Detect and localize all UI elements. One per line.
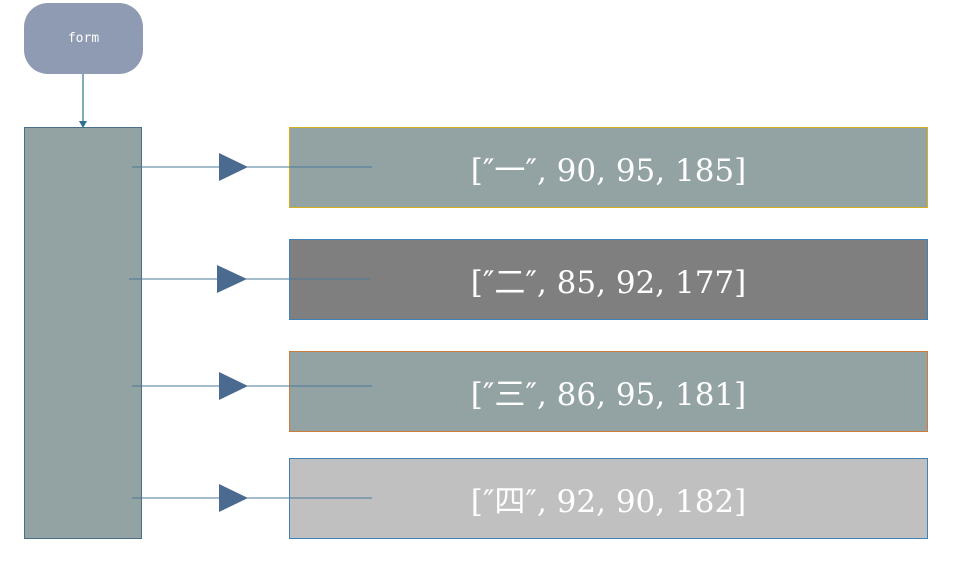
row-label-1: [″一″, 90, 95, 185]: [470, 153, 747, 189]
row-label-2: [″二″, 85, 92, 177]: [470, 265, 747, 301]
row-label-4: [″四″, 92, 90, 182]: [470, 484, 747, 520]
container-column: [24, 127, 142, 539]
row-box-4: [″四″, 92, 90, 182]: [289, 458, 928, 539]
form-node-label: form: [67, 31, 100, 46]
form-node: form: [24, 3, 143, 74]
connector-arrowhead-1: [219, 153, 248, 181]
row-box-3: [″三″, 86, 95, 181]: [289, 351, 928, 432]
row-box-1: [″一″, 90, 95, 185]: [289, 127, 928, 208]
connector-arrowhead-4: [219, 484, 248, 512]
connector-arrowhead-3: [219, 372, 248, 400]
row-box-2: [″二″, 85, 92, 177]: [289, 239, 928, 320]
row-label-3: [″三″, 86, 95, 181]: [470, 377, 747, 413]
connector-arrowhead-2: [217, 265, 247, 293]
